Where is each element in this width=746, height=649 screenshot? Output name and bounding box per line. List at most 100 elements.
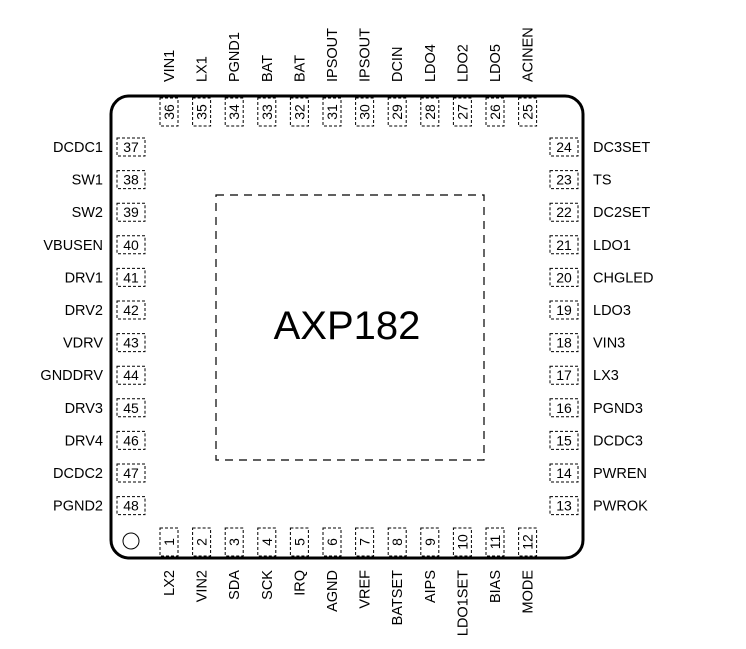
pin-number: 17 <box>556 367 572 383</box>
pin-number: 22 <box>556 204 572 220</box>
pin-pad <box>549 398 579 418</box>
pin-label: VIN1 <box>162 50 178 82</box>
pin-label: VIN2 <box>195 570 211 602</box>
pin-pad <box>549 267 579 287</box>
pin-pad <box>159 527 179 557</box>
pin-label: IPSOUT <box>358 28 374 82</box>
pin-number: 25 <box>520 104 536 120</box>
pin-pad <box>549 300 579 320</box>
pin-label: PWREN <box>593 466 647 482</box>
pin-pad <box>116 137 146 157</box>
pin-number: 44 <box>123 367 139 383</box>
pin-number: 47 <box>123 465 139 481</box>
pin-pad <box>518 527 538 557</box>
pin-number: 45 <box>123 400 139 416</box>
pin-label: SCK <box>260 570 276 600</box>
pin-label: BAT <box>292 55 308 82</box>
pin-pad <box>420 97 440 127</box>
pin-pad <box>549 137 579 157</box>
pin-label: VREF <box>358 570 374 609</box>
pin-number: 48 <box>123 498 139 514</box>
pin-label: LDO3 <box>593 303 631 319</box>
pin-label: IRQ <box>292 570 308 596</box>
pin-pad <box>452 97 472 127</box>
pin-number: 42 <box>123 302 139 318</box>
pin-number: 41 <box>123 269 139 285</box>
pin-number: 34 <box>226 104 242 120</box>
pin-number: 3 <box>226 538 242 546</box>
pin-pad <box>192 527 212 557</box>
pin-number: 8 <box>389 538 405 546</box>
pin-number: 7 <box>357 538 373 546</box>
pin-number: 10 <box>454 534 470 550</box>
pin-pad <box>159 97 179 127</box>
pin-right-pwrok-13: 13 PWROK <box>549 496 648 516</box>
pin-label: PGND1 <box>227 32 243 82</box>
pin-label: DC2SET <box>593 205 650 221</box>
pin-number: 13 <box>556 498 572 514</box>
pin-pad <box>224 527 244 557</box>
pin-number: 18 <box>556 335 572 351</box>
pin-label: SW2 <box>72 205 103 221</box>
pin-pad <box>452 527 472 557</box>
pin-pad <box>257 527 277 557</box>
pin-pad <box>257 97 277 127</box>
pin-number: 28 <box>422 104 438 120</box>
pin-left-sw2-39: 39 SW2 <box>72 202 146 222</box>
pin-pad <box>355 97 375 127</box>
pin-pad <box>289 97 309 127</box>
pin-label: DC3SET <box>593 140 650 156</box>
pins-top-side: 36VIN135LX134PGND133BAT32BAT31IPSOUT30IP… <box>159 27 538 127</box>
pin-number: 19 <box>556 302 572 318</box>
pin-number: 4 <box>259 538 275 546</box>
pin-pad <box>116 430 146 450</box>
pin-pad <box>116 267 146 287</box>
pin-label: AGND <box>325 570 341 612</box>
pin-label: LDO5 <box>488 44 504 82</box>
pin-label: MODE <box>521 570 537 614</box>
pin-label: ACINEN <box>521 27 537 82</box>
pin-label: AIPS <box>423 570 439 603</box>
pin-pad <box>116 333 146 353</box>
pin-number: 36 <box>161 104 177 120</box>
pin-label: PWROK <box>593 499 648 515</box>
pin-number: 26 <box>487 104 503 120</box>
pin-number: 27 <box>454 104 470 120</box>
pin-right-dc2set-22: 22 DC2SET <box>549 202 650 222</box>
pin-number: 29 <box>389 104 405 120</box>
pin-number: 37 <box>123 139 139 155</box>
pin-number: 12 <box>520 534 536 550</box>
pin-pad <box>387 97 407 127</box>
pin-label: VBUSEN <box>43 238 103 254</box>
pin-pad <box>116 496 146 516</box>
pin-number: 43 <box>123 335 139 351</box>
pin-label: BATSET <box>390 570 406 625</box>
pin-label: LX1 <box>195 56 211 82</box>
pin-pad <box>116 398 146 418</box>
pin-number: 32 <box>291 104 307 120</box>
pin-number: 39 <box>123 204 139 220</box>
pin-label: DCDC1 <box>53 140 103 156</box>
pin-number: 23 <box>556 172 572 188</box>
pin-label: LDO1SET <box>455 570 471 636</box>
pin-top-pgnd1-34: 34 PGND1 <box>224 32 244 127</box>
